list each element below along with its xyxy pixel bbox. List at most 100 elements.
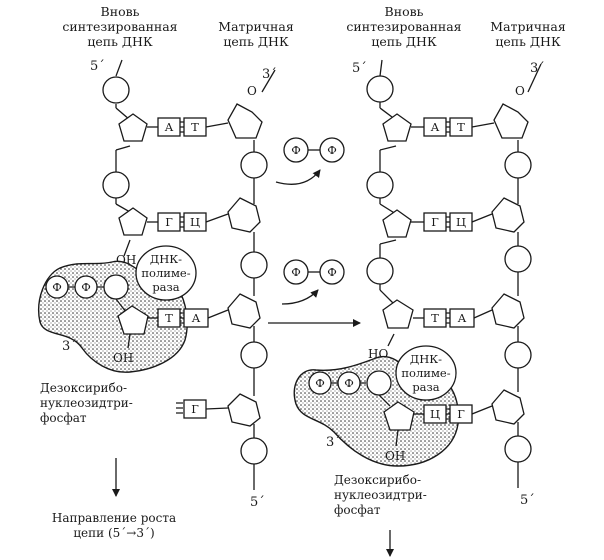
left-enzyme-phosphate-label: Ф: [81, 280, 91, 294]
left-new-strand-label-line2: синтезированная: [62, 19, 177, 34]
left-panel: Вновь синтезированная цепь ДНК Матричная…: [38, 4, 294, 540]
right-oh-bottom-label: OH: [385, 449, 405, 463]
right-enzyme-link: [395, 429, 399, 447]
right-o-label: O: [515, 84, 525, 98]
right-new-backbone: [379, 145, 397, 151]
left-template-phosphate-circle: [240, 341, 268, 369]
right-template-phosphate-circle: [504, 151, 532, 179]
left-template-sugar-pentagon: [227, 393, 261, 427]
right-template-strand-label-line2: цепь ДНК: [495, 34, 561, 49]
right-three-prime-enzyme: 3´: [326, 435, 341, 450]
right-base-link: [471, 405, 493, 415]
right-panel: Вновь синтезированная цепь ДНК Матричная…: [293, 4, 566, 557]
left-base-link: [207, 309, 229, 319]
left-new-strand-label-line3: цепь ДНК: [87, 34, 153, 49]
left-base-label-template: Ц: [190, 215, 200, 229]
left-template-tail: [261, 69, 276, 93]
right-base-link: [471, 122, 495, 128]
right-template-sugar-pentagon: [491, 293, 525, 329]
right-enzyme-link: [378, 394, 391, 407]
left-incoming-phosphate-circle: [103, 274, 129, 300]
right-new-sugar-pentagon: [382, 299, 414, 329]
right-base-label-template: Ц: [456, 215, 466, 229]
left-dntp-label-line2: нуклеозидтри-: [40, 396, 133, 410]
left-hbond-lines: [180, 121, 184, 133]
middle-panel: Ф Ф Ф Ф: [268, 137, 361, 327]
right-new-sugar-pentagon: [382, 113, 412, 142]
left-polymerase-label-line3: раза: [152, 280, 179, 294]
left-template-phosphate-circle: [240, 437, 268, 465]
released-phosphate-circle: [319, 137, 345, 163]
right-new-backbone: [387, 333, 395, 347]
left-template-strand-label-line2: цепь ДНК: [223, 34, 289, 49]
phosphate-release-arrow-bottom: [281, 289, 319, 305]
right-polymerase-label-line1: ДНК-: [410, 352, 442, 366]
left-polymerase-label-line2: полиме-: [141, 266, 190, 280]
left-base-label-new: Т: [165, 311, 173, 325]
right-base-link: [471, 213, 493, 223]
left-new-strand-label-line1: Вновь: [101, 4, 140, 19]
right-base-label-new: А: [431, 120, 440, 134]
left-base-link: [205, 213, 229, 223]
left-enzyme-link: [127, 333, 131, 349]
right-base-label-template: А: [458, 311, 467, 325]
left-base-link: [205, 122, 229, 128]
left-template-sugar-pentagon: [227, 197, 261, 233]
right-new-phosphate-circle: [366, 257, 394, 285]
right-polymerase-label-line3: раза: [412, 380, 439, 394]
right-new-backbone: [379, 239, 397, 245]
left-new-phosphate-circle: [102, 171, 130, 199]
right-new-phosphate-circle: [366, 75, 394, 103]
left-base-label-template: Т: [191, 120, 199, 134]
left-free-base-label: Г: [191, 402, 199, 416]
left-five-prime-top: 5´: [90, 59, 105, 74]
growth-direction-label-line1: Направление роста: [52, 511, 176, 525]
left-template-sugar-pentagon: [227, 293, 261, 329]
right-new-strand-tail: [379, 59, 383, 77]
left-polymerase-label-line1: ДНК-: [150, 252, 182, 266]
right-new-strand-label-line1: Вновь: [385, 4, 424, 19]
right-new-sugar-pentagon: [382, 209, 412, 238]
right-base-label-template: Т: [457, 120, 465, 134]
right-base-link: [473, 309, 493, 319]
left-base-label-new: А: [165, 120, 174, 134]
left-new-sugar-pentagon: [118, 113, 148, 142]
left-oh-bottom-label: OH: [113, 351, 133, 365]
left-enzyme-link: [115, 298, 127, 313]
released-phosphate-label: Ф: [291, 143, 301, 157]
left-base-link: [205, 407, 229, 410]
right-base-label-template: Г: [457, 407, 465, 421]
right-incoming-phosphate-circle: [366, 370, 392, 396]
right-dntp-label-line3: фосфат: [334, 503, 381, 517]
phosphate-release-arrow-top: [275, 169, 321, 185]
left-template-sugar-pentagon: [227, 103, 263, 139]
left-base-label-new: Г: [165, 215, 173, 229]
right-enzyme-phosphate-label: Ф: [344, 376, 354, 390]
right-new-strand-label-line3: цепь ДНК: [371, 34, 437, 49]
right-new-strand-label-line2: синтезированная: [346, 19, 461, 34]
right-hbond-lines: [446, 408, 450, 420]
right-hbond-lines: [446, 216, 450, 228]
growth-direction-label-line2: цепи (5´→3´): [73, 526, 154, 540]
left-incoming-sugar-pentagon: [117, 305, 149, 335]
right-dntp-label-line1: Дезоксирибо-: [334, 473, 421, 487]
left-hbond-lines: [180, 312, 184, 324]
released-phosphate-label: Ф: [327, 265, 337, 279]
left-free-base-hbond: [176, 402, 183, 414]
right-template-sugar-pentagon: [491, 389, 525, 425]
released-phosphate-circle: [319, 259, 345, 285]
right-template-phosphate-circle: [504, 341, 532, 369]
right-template-strand-label-line1: Матричная: [490, 19, 566, 34]
left-new-backbone: [115, 145, 131, 151]
left-o-label: O: [247, 84, 257, 98]
left-five-prime-bottom: 5´: [250, 495, 265, 510]
left-new-backbone: [123, 239, 131, 257]
left-template-strand-label-line1: Матричная: [218, 19, 294, 34]
right-hbond-lines: [446, 312, 450, 324]
right-polymerase-label-line2: полиме-: [401, 366, 450, 380]
released-phosphate-label: Ф: [291, 265, 301, 279]
right-base-label-new: Т: [431, 311, 439, 325]
right-template-tail: [527, 63, 542, 93]
left-three-prime-top: 3´: [262, 67, 277, 82]
